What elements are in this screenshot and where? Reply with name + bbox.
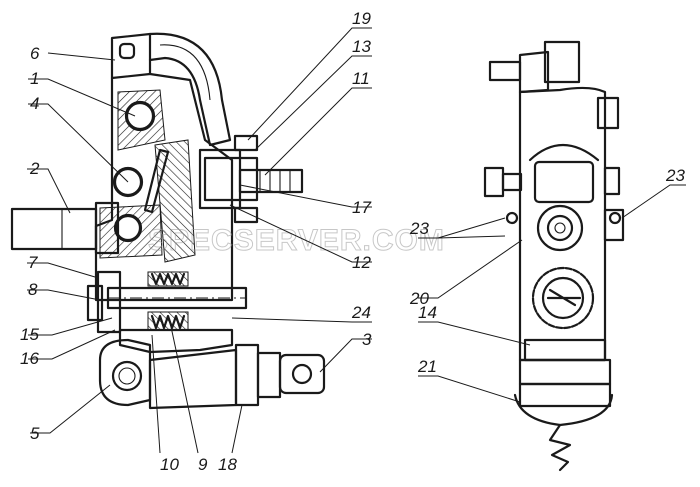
callout-9: 9 [198, 455, 208, 474]
callout-15: 15 [20, 325, 39, 344]
callout-6: 6 [30, 44, 40, 63]
callout-3: 3 [362, 330, 372, 349]
watermark-text: SPECSERVER.COM [148, 224, 445, 257]
callout-11: 11 [352, 69, 370, 88]
callout-23-left: 23 [409, 219, 429, 238]
callout-labels: 6 1 4 2 7 8 15 16 5 10 9 18 19 13 11 17 … [20, 9, 685, 474]
callout-16: 16 [20, 349, 39, 368]
callout-4: 4 [30, 94, 39, 113]
callout-1: 1 [30, 69, 39, 88]
callout-2: 2 [29, 159, 40, 178]
callout-10: 10 [160, 455, 179, 474]
callout-13: 13 [352, 37, 371, 56]
callout-12: 12 [352, 253, 371, 272]
callout-8: 8 [28, 280, 38, 299]
spring-coil [147, 271, 189, 331]
right-side-view [483, 40, 625, 472]
callout-21: 21 [417, 357, 437, 376]
callout-23-right: 23 [665, 166, 685, 185]
callout-7: 7 [28, 253, 38, 272]
callout-19: 19 [352, 9, 371, 28]
callout-17: 17 [352, 198, 371, 217]
callout-18: 18 [218, 455, 237, 474]
leader-lines [27, 27, 686, 454]
callout-14: 14 [418, 303, 437, 322]
callout-20: 20 [409, 289, 429, 308]
callout-5: 5 [30, 424, 40, 443]
callout-24: 24 [351, 303, 371, 322]
left-sectional-view [10, 32, 326, 410]
